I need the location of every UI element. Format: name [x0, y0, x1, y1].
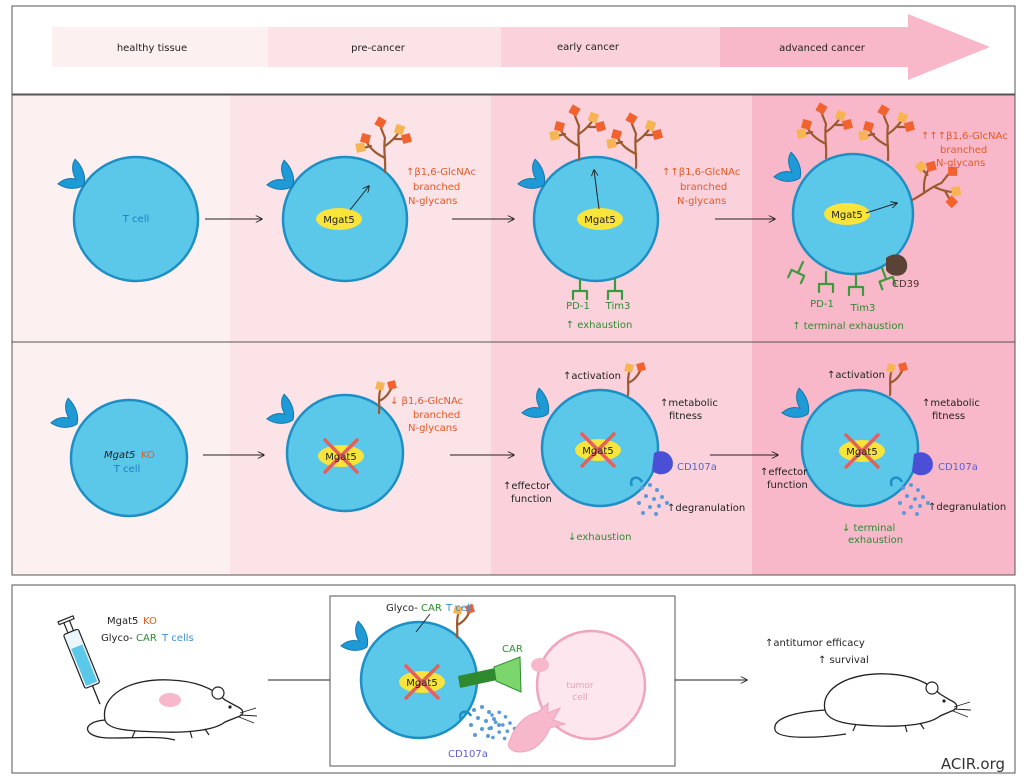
stage-label-healthy: healthy tissue	[117, 43, 187, 54]
row2-glycan-1: ↓ β1,6-GlcNAc	[390, 396, 463, 407]
row1-tcell-label: T cell	[122, 214, 150, 225]
row2-enzyme-early: Mgat5	[582, 446, 613, 457]
row2-activation-advanced: ↑activation	[827, 370, 885, 381]
row2-tcell-early	[521, 361, 673, 516]
row2-effector-early-1: ↑effector	[503, 481, 551, 492]
row1-glycan-advanced-1: ↑↑↑β1,6-GlcNAc	[921, 131, 1008, 142]
stage-label-precancer: pre-cancer	[351, 43, 406, 54]
bottom-enzyme: Mgat5	[406, 678, 437, 689]
row1-glycan-precancer-3: N-glycans	[408, 196, 457, 207]
row2-enzyme-precancer: Mgat5	[325, 452, 356, 463]
gc-label-a: Glyco-	[386, 603, 418, 614]
row1-tim3-early: Tim3	[605, 301, 631, 312]
car-receptor	[458, 656, 522, 693]
gc-label-leader	[415, 613, 431, 633]
mouse-treated-icon	[86, 679, 258, 741]
stage-band-healthy	[52, 27, 268, 67]
row2-effector-early-2: function	[511, 494, 552, 505]
inj-line1-b: KO	[143, 616, 157, 627]
row1-exhaustion: ↑ exhaustion	[566, 320, 633, 331]
row2-ko-cell: T cell	[113, 464, 141, 475]
row2-tcell-precancer	[266, 379, 405, 513]
stage-label-early: early cancer	[557, 42, 620, 53]
row1-tcell-advanced	[773, 101, 975, 297]
row1-glycan-advanced-2: branched	[940, 145, 987, 156]
row2-metabolic-advanced-2: fitness	[932, 411, 965, 422]
stage-band-early	[501, 27, 720, 67]
row2-cd107a-early: CD107a	[677, 462, 717, 473]
row2-terminal-down-1: ↓ terminal	[842, 523, 895, 534]
row1-pd1-early: PD-1	[566, 301, 590, 312]
row1-glycan-early-3: N-glycans	[677, 196, 726, 207]
row2-enzyme-advanced: Mgat5	[846, 447, 877, 458]
row2-activation-early: ↑activation	[563, 371, 621, 382]
stage-progression-arrow	[720, 14, 990, 80]
row2-terminal-down-2: exhaustion	[848, 535, 903, 546]
inj-line2-a: Glyco-	[101, 633, 133, 644]
row1-tcell-precancer	[266, 115, 414, 283]
row1-glycan-precancer-1: ↑β1,6-GlcNAc	[406, 167, 476, 178]
stage-band-precancer	[268, 27, 501, 67]
row2-glycan-3: N-glycans	[408, 423, 457, 434]
row1-glycan-precancer-2: branched	[413, 182, 460, 193]
efficacy-label: ↑antitumor efficacy	[765, 638, 865, 649]
row1-enzyme-advanced: Mgat5	[831, 210, 862, 221]
row2-effector-advanced-2: function	[767, 480, 808, 491]
syringe-icon	[57, 615, 101, 705]
row2-ko-suffix: KO	[141, 450, 155, 461]
panel-frame	[11, 94, 1016, 576]
site-credit: ACIR.org	[941, 755, 1005, 773]
inj-line2-b: CAR	[136, 633, 157, 644]
tumor-label-2: cell	[572, 693, 588, 703]
row2-ko-name: Mgat5	[104, 450, 135, 461]
tumor-label-1: tumor	[566, 681, 594, 691]
row2-metabolic-advanced-1: ↑metabolic	[922, 398, 980, 409]
tumor-cell	[531, 629, 647, 741]
row2-tcell-ko	[50, 397, 189, 518]
row2-metabolic-early-1: ↑metabolic	[660, 398, 718, 409]
mouse-outcome-icon	[774, 673, 972, 738]
row1-tcell-early	[517, 103, 665, 301]
gc-label-b: CAR	[421, 603, 442, 614]
bottom-cd107a: CD107a	[448, 749, 488, 760]
row1-terminal-exhaustion: ↑ terminal exhaustion	[792, 321, 904, 332]
row2-degranulation-early: ↑degranulation	[667, 503, 745, 514]
row2-effector-advanced-1: ↑effector	[760, 467, 808, 478]
row1-glycan-early-2: branched	[680, 182, 727, 193]
survival-label: ↑ survival	[818, 655, 869, 666]
row2-glycan-2: branched	[413, 410, 460, 421]
row1-enzyme-early: Mgat5	[584, 215, 615, 226]
gc-label-c: T cell	[445, 603, 473, 614]
row1-tim3-advanced: Tim3	[850, 303, 876, 314]
degranulation-burst	[469, 701, 567, 753]
inj-line1-a: Mgat5	[107, 616, 138, 627]
row2-metabolic-early-2: fitness	[669, 411, 702, 422]
stage-label-advanced: advanced cancer	[779, 43, 866, 54]
row1-glycan-early-1: ↑↑β1,6-GlcNAc	[662, 167, 740, 178]
row2-degranulation-advanced: ↑degranulation	[928, 502, 1006, 513]
row2-cd107a-advanced: CD107a	[938, 462, 978, 473]
row2-tcell-advanced	[781, 361, 933, 516]
row1-glycan-advanced-3: N-glycans	[936, 158, 985, 169]
row1-cd39: CD39	[892, 279, 919, 290]
row1-pd1-advanced: PD-1	[810, 299, 834, 310]
inj-line2-c: T cells	[161, 633, 194, 644]
row2-exhaustion-down: ↓exhaustion	[568, 532, 631, 543]
row1-tcell-healthy	[57, 155, 200, 283]
row1-enzyme-precancer: Mgat5	[323, 215, 354, 226]
car-label: CAR	[502, 644, 523, 655]
glyco-car-tcell	[340, 603, 479, 740]
